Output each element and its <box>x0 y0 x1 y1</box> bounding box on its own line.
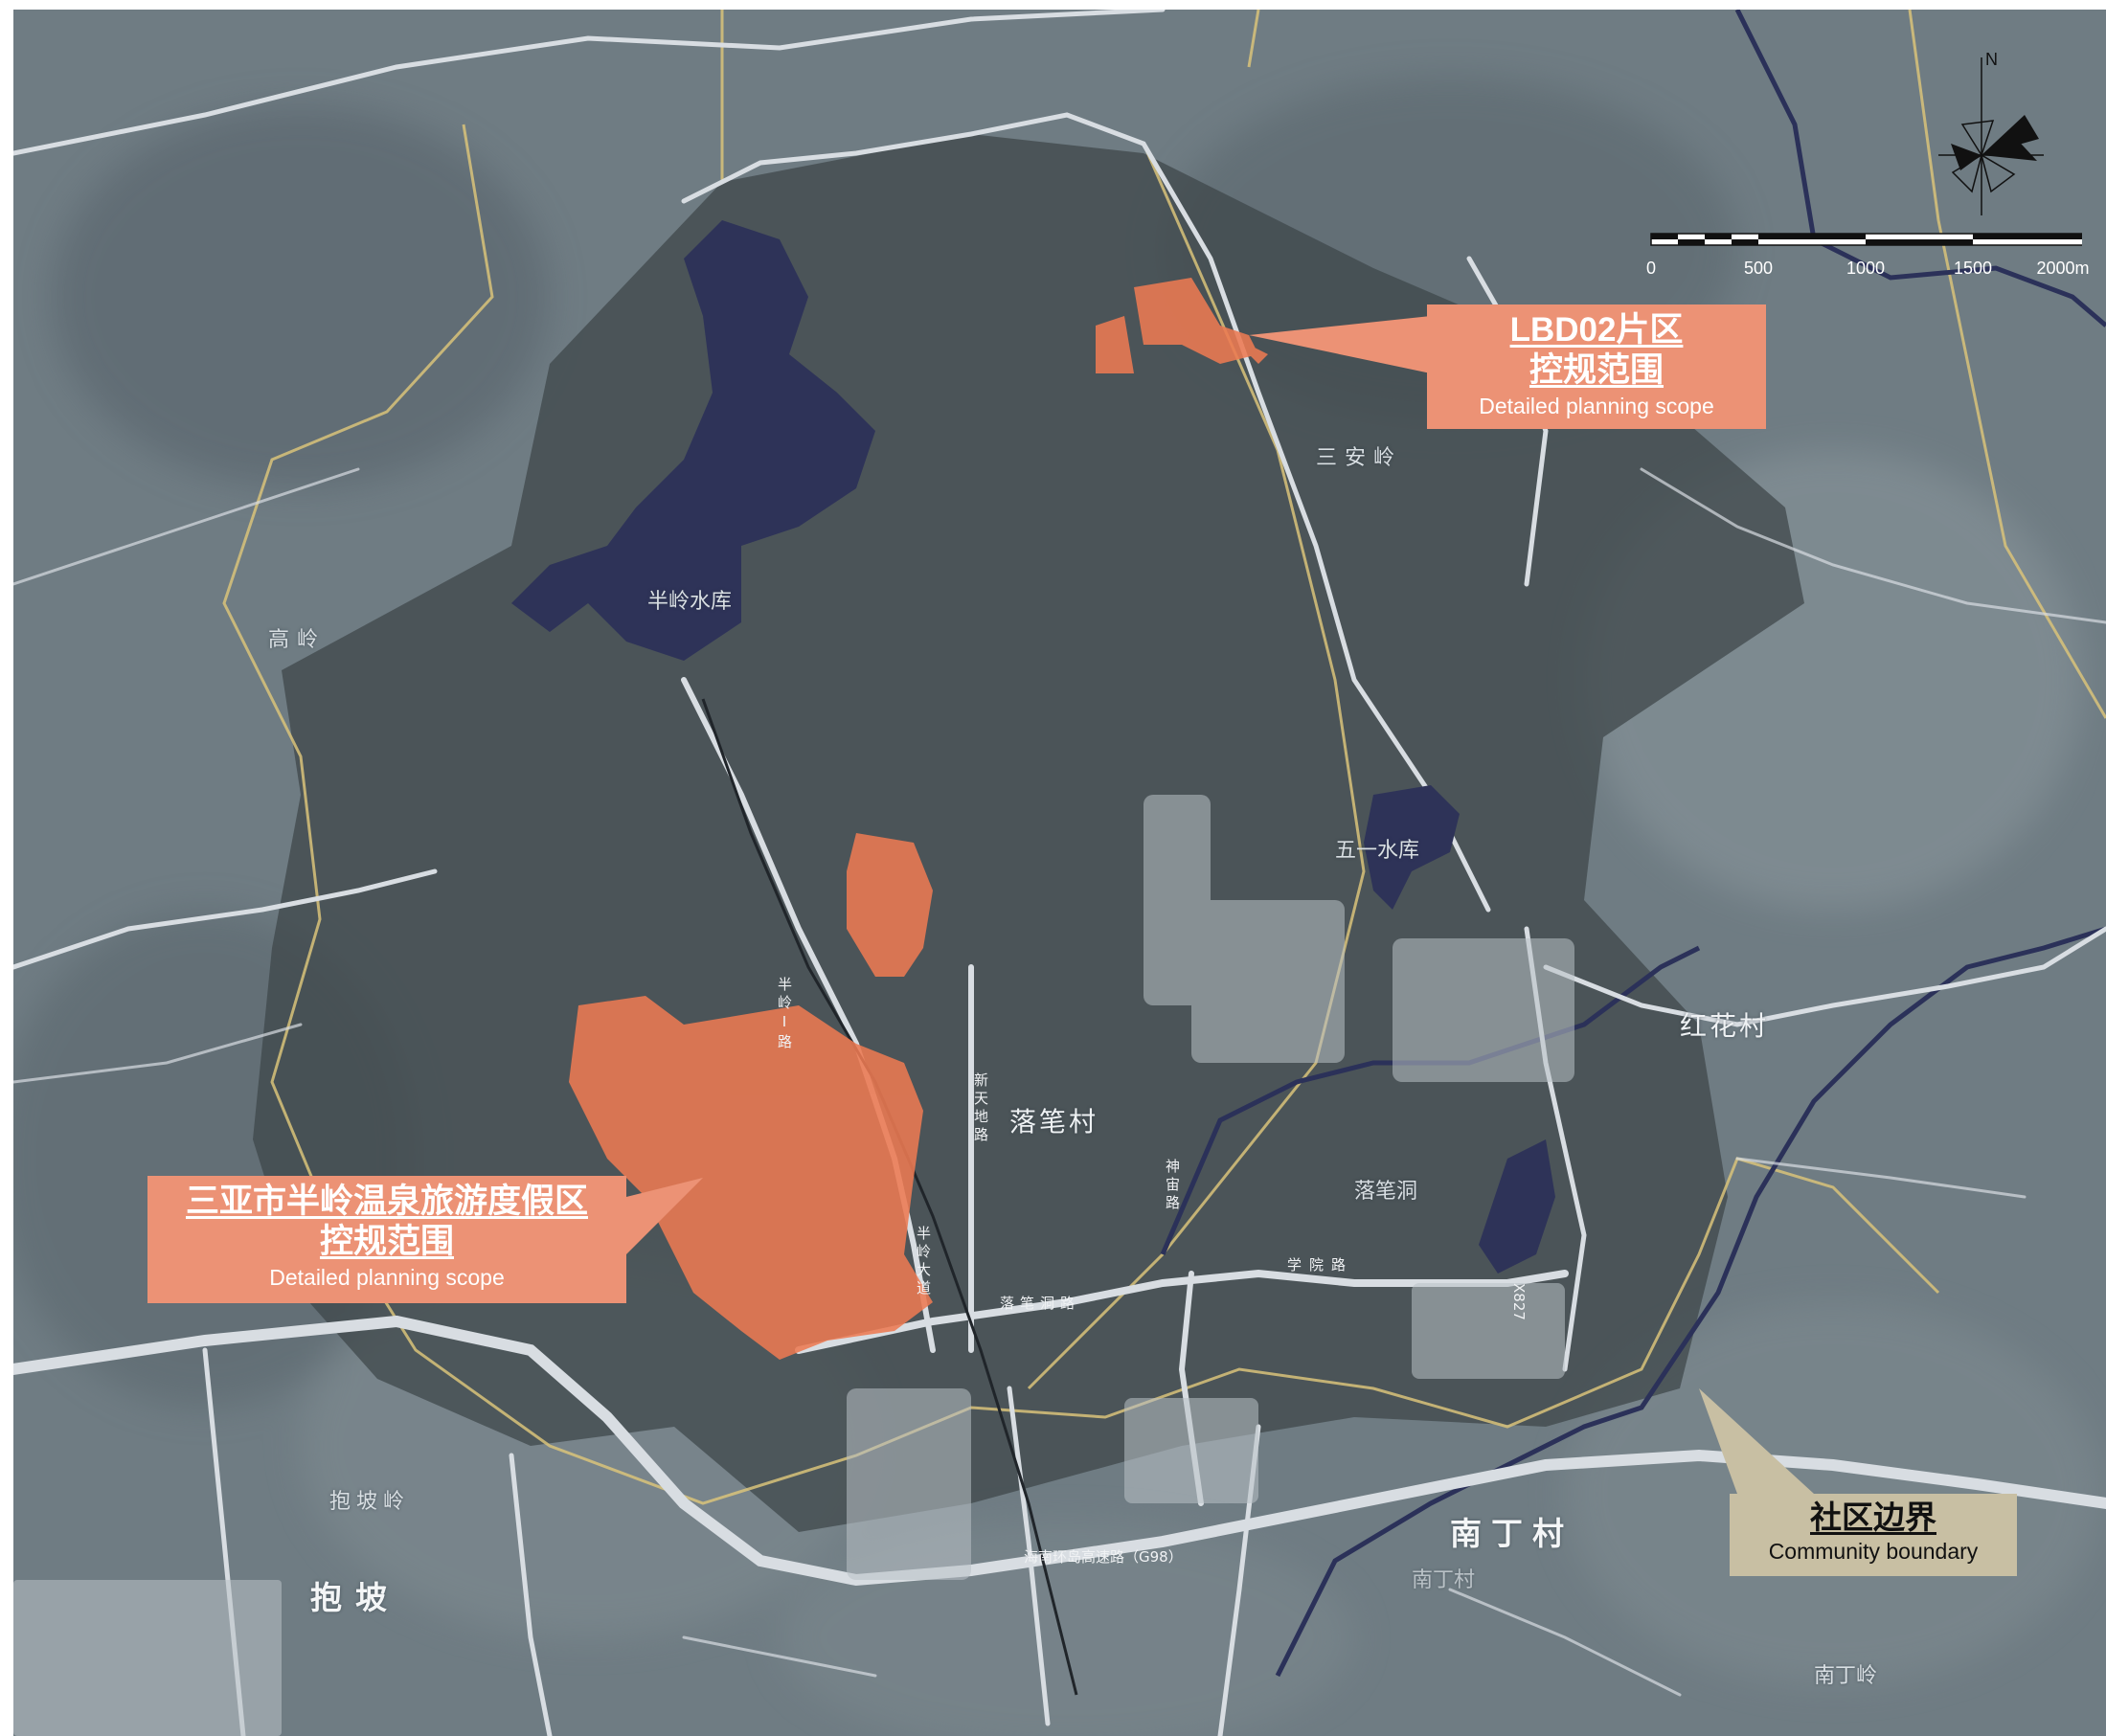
lbd02-scope-area <box>1096 278 1268 373</box>
place-label-baopo: 抱坡 <box>310 1579 400 1616</box>
small-reservoir-shape <box>1479 1139 1555 1274</box>
lbd02-leader <box>1249 316 1431 373</box>
scale-tick-0: 0 <box>1645 259 1657 278</box>
north-label: N <box>1985 50 1998 69</box>
scale-tick-1500: 1500 <box>1953 259 1993 278</box>
wuyi-reservoir-shape <box>1364 785 1460 910</box>
community-boundary-line <box>222 10 2106 1505</box>
road-label-xintian: 新天地路 <box>972 1072 989 1145</box>
north-arrow: N <box>1934 48 2058 230</box>
road-label-x827: X827 <box>1510 1283 1528 1320</box>
scale-tick-500: 500 <box>1743 259 1774 278</box>
community-callout-title: 社区边界 <box>1810 1499 1936 1535</box>
resort-callout-title: 三亚市半岭温泉旅游度假区 <box>185 1183 588 1220</box>
place-label-gaoling: 高岭 <box>268 628 327 652</box>
map-canvas[interactable]: 半岭水库 三安岭 高岭 五一水库 落笔村 红花村 落笔洞 抱坡岭 抱坡 南丁村 … <box>13 10 2106 1736</box>
resort-scope-main <box>569 996 933 1360</box>
road-label-g98: 海南环岛高速路（G98） <box>1024 1548 1183 1566</box>
road-label-xueyuan: 学院路 <box>1287 1256 1354 1274</box>
road-label-banling-avenue: 半岭大道 <box>915 1226 932 1298</box>
community-callout: 社区边界 Community boundary <box>1730 1494 2017 1576</box>
banling-reservoir-shape <box>511 220 875 661</box>
built-areas <box>13 795 1574 1736</box>
map-base-layer <box>13 10 2106 1736</box>
place-label-banling-reservoir: 半岭水库 <box>647 590 733 614</box>
north-arrow-icon <box>1938 57 2044 215</box>
place-label-wuyi-reservoir: 五一水库 <box>1335 839 1420 863</box>
community-callout-english: Community boundary <box>1768 1539 1979 1564</box>
road-label-banling-1: 半岭Ⅰ路 <box>776 977 793 1052</box>
place-label-nanding-small: 南丁村 <box>1412 1568 1476 1592</box>
scale-tick-1000: 1000 <box>1846 259 1886 278</box>
road-label-shenyu: 神宙路 <box>1164 1159 1181 1213</box>
place-label-nandingling: 南丁岭 <box>1814 1664 1878 1688</box>
resort-scope-hill <box>847 833 933 977</box>
lbd02-callout-english: Detailed planning scope <box>1479 394 1714 418</box>
resort-callout-english: Detailed planning scope <box>269 1265 505 1290</box>
scale-tick-2000: 2000m <box>2036 259 2090 278</box>
scale-bar-graphic <box>1650 233 2082 246</box>
place-label-baopoling: 抱坡岭 <box>329 1490 411 1514</box>
lbd02-callout-subtitle: 控规范围 <box>1529 351 1664 389</box>
place-label-luobi-cave: 落笔洞 <box>1354 1180 1418 1204</box>
road-label-luobi-cave-road: 落笔洞路 <box>1000 1295 1081 1312</box>
lbd02-callout-title: LBD02片区 <box>1509 311 1684 349</box>
scale-bar: 0 500 1000 1500 2000m <box>1642 230 2090 287</box>
place-label-hongfa-village: 红花村 <box>1680 1010 1770 1042</box>
resort-callout: 三亚市半岭温泉旅游度假区 控规范围 Detailed planning scop… <box>147 1176 626 1303</box>
resort-callout-subtitle: 控规范围 <box>319 1223 454 1260</box>
place-label-sananling: 三安岭 <box>1316 446 1403 470</box>
community-leader <box>1699 1388 1814 1494</box>
place-label-luobi-village: 落笔村 <box>1009 1106 1099 1138</box>
planning-scope-areas <box>569 278 1268 1360</box>
lbd02-callout: LBD02片区 控规范围 Detailed planning scope <box>1427 304 1766 429</box>
place-label-nanding-village: 南丁村 <box>1450 1515 1574 1552</box>
